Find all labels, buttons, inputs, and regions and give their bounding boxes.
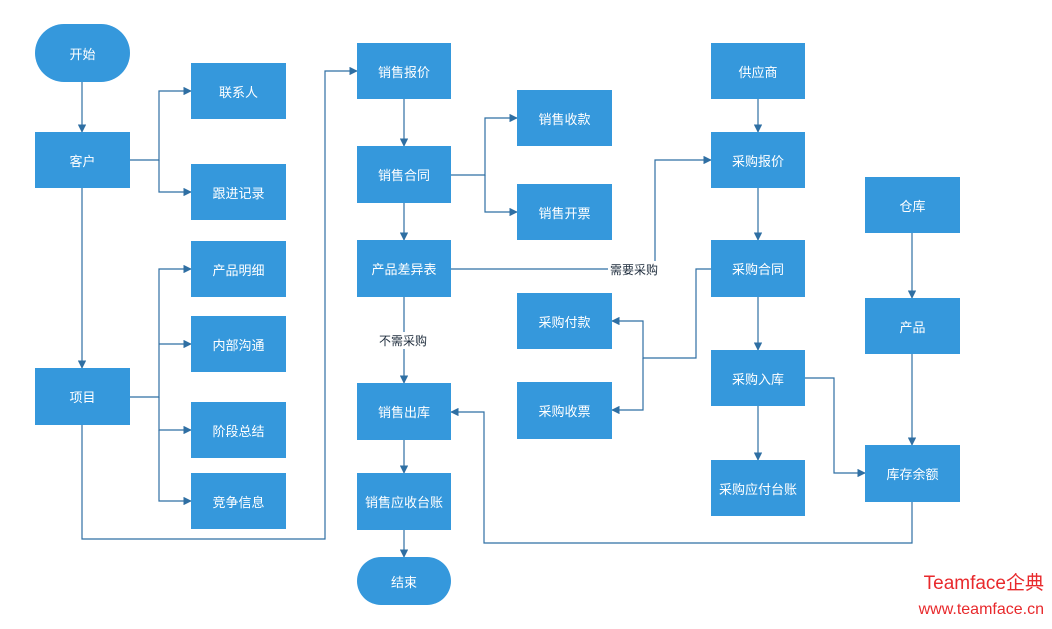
edge-customer-contact <box>130 86 192 161</box>
node-customer: 客户 <box>35 132 130 188</box>
brand-name: Teamface企典 <box>923 573 1044 594</box>
edge-label-no-purchase: 不需采购 <box>377 332 430 349</box>
node-purchase-payment: 采购付款 <box>517 293 612 349</box>
node-warehouse: 仓库 <box>865 177 960 233</box>
node-sales-quote: 销售报价 <box>357 43 451 99</box>
brand-url: www.teamface.cn <box>918 601 1044 618</box>
edge-project-product-detail <box>130 264 192 398</box>
node-purchase-inbound: 采购入库 <box>711 350 805 406</box>
node-followup: 跟进记录 <box>191 164 286 220</box>
node-sales-contract: 销售合同 <box>357 146 451 203</box>
node-sales-receipt: 销售收款 <box>517 90 612 146</box>
node-purchase-contract: 采购合同 <box>711 240 805 297</box>
node-project: 项目 <box>35 368 130 425</box>
node-contact: 联系人 <box>191 63 286 119</box>
edge-project-competition <box>158 430 192 506</box>
node-purchase-quote: 采购报价 <box>711 132 805 188</box>
node-competition: 竞争信息 <box>191 473 286 529</box>
node-internal-comm: 内部沟通 <box>191 316 286 372</box>
edge-inventory-outbound <box>450 407 913 544</box>
edge-project-stage-summary <box>158 397 192 435</box>
node-sales-invoice: 销售开票 <box>517 184 612 240</box>
node-end: 结束 <box>357 557 451 605</box>
edge-pcontract-payment <box>611 268 711 359</box>
node-purchase-ap-ledger: 采购应付台账 <box>711 460 805 516</box>
edge-contract-invoice <box>484 175 518 217</box>
node-supplier: 供应商 <box>711 43 805 99</box>
edge-label-need-purchase: 需要采购 <box>608 261 661 278</box>
node-product: 产品 <box>865 298 960 354</box>
node-product-diff: 产品差异表 <box>357 240 451 297</box>
node-start: 开始 <box>35 24 130 82</box>
edge-project-sales-quote <box>81 66 358 540</box>
edge-diff-purchase-quote <box>451 155 712 270</box>
node-sales-outbound: 销售出库 <box>357 383 451 440</box>
node-sales-ar-ledger: 销售应收台账 <box>357 473 451 530</box>
node-inventory-balance: 库存余额 <box>865 445 960 502</box>
edge-contract-receipt <box>451 113 518 176</box>
node-purchase-invoice: 采购收票 <box>517 382 612 439</box>
node-product-detail: 产品明细 <box>191 241 286 297</box>
node-stage-summary: 阶段总结 <box>191 402 286 458</box>
edge-inbound-inventory <box>805 377 866 478</box>
edge-customer-followup <box>158 160 192 197</box>
edge-pcontract-pinvoice <box>611 358 644 415</box>
